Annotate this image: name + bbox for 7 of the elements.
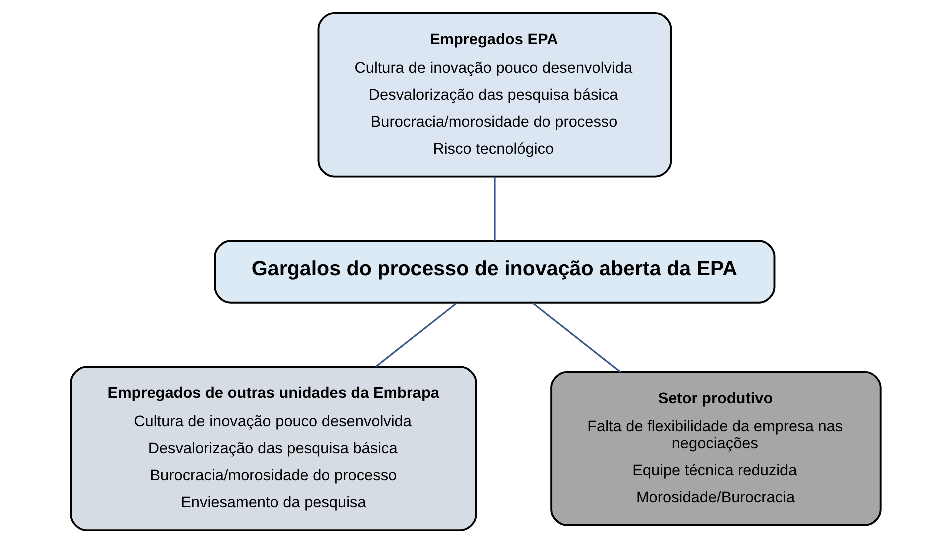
node-box: Empregados de outras unidades da Embrapa Cultura de inovação pouco desenvolvida Desvalorização das pesquisa básica Burocracia/morosidade do processo Enviesamento da pesquisa [70,366,477,532]
connector [494,176,496,241]
connector [374,302,457,368]
node-box: Setor produtivo Falta de flexibilidade da empresa nas negociações Equipe técnica reduzida Morosidade/Burocracia [550,371,882,526]
node-box: Gargalos do processo de inovação aberta da EPA [214,240,776,304]
connector [532,302,621,373]
node-box: Empregados EPA Cultura de inovação pouco desenvolvida Desvalorização das pesquisa básica Burocracia/morosidade do processo Risco tecnológico [317,12,672,178]
